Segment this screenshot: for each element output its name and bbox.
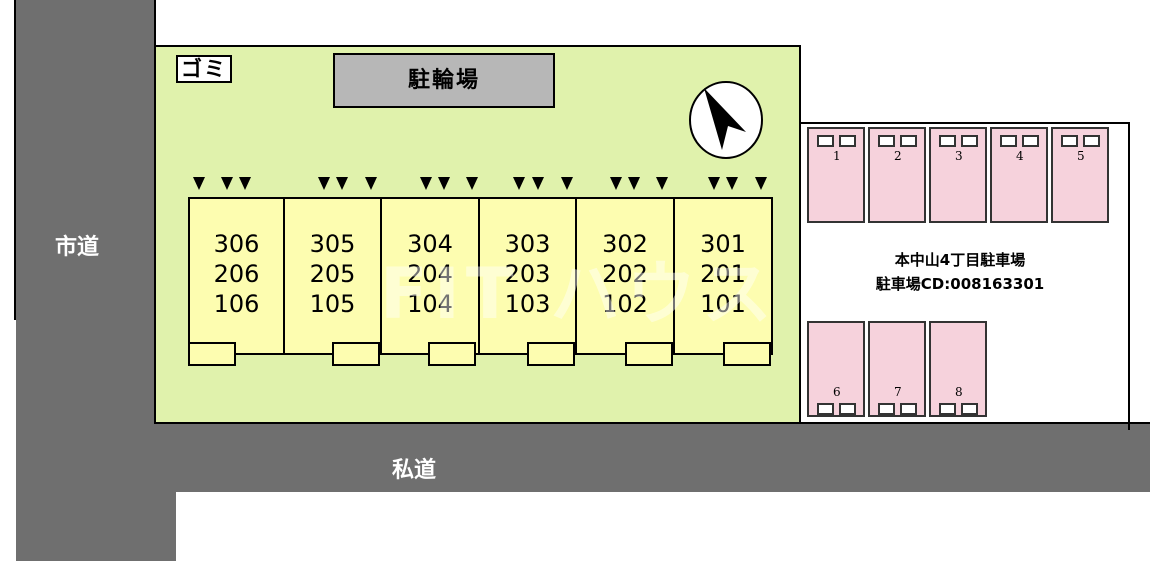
entrance-marker-icon: [513, 177, 525, 190]
unit-numbers: 301 201 101: [675, 229, 771, 319]
unit-number: 104: [407, 290, 453, 318]
private-road: [150, 422, 1150, 492]
unit-number: 306: [213, 230, 260, 258]
parking-slot-number: 1: [833, 149, 841, 163]
unit-numbers: 303 203 103: [480, 229, 575, 319]
unit-numbers: 306 206 106: [190, 229, 283, 319]
parking-slot: 3: [929, 127, 987, 223]
unit-number: 201: [700, 260, 746, 288]
unit-block: 304 204 104: [380, 197, 480, 355]
entrance-marker-icon: [365, 177, 377, 190]
entrance-marker-icon: [239, 177, 251, 190]
unit-porch: [723, 342, 771, 366]
north-arrow-icon: [689, 81, 763, 159]
parking-slot: 6: [807, 321, 865, 417]
entrance-marker-icon: [420, 177, 432, 190]
unit-number: 303: [504, 230, 551, 258]
parking-slot-number: 5: [1077, 149, 1085, 163]
entrance-marker-icon: [656, 177, 668, 190]
unit-number: 105: [309, 290, 356, 318]
entrance-marker-icon: [561, 177, 573, 190]
unit-number: 302: [602, 230, 648, 258]
entrance-marker-icon: [708, 177, 720, 190]
unit-number: 101: [700, 290, 746, 318]
entrance-marker-icon: [532, 177, 544, 190]
parking-info: 本中山4丁目駐車場 駐車場CD:008163301: [840, 248, 1080, 296]
watermark: FIT ハウス: [380, 253, 778, 335]
entrance-marker-icon: [726, 177, 738, 190]
unit-number: 203: [504, 260, 551, 288]
entrance-marker-icon: [628, 177, 640, 190]
unit-number: 206: [213, 260, 260, 288]
entrance-marker-icon: [466, 177, 478, 190]
unit-numbers: 305 205 105: [285, 229, 380, 319]
parking-boundary-top: [800, 122, 1130, 124]
city-road-lower: [16, 420, 176, 561]
parking-slot: 4: [990, 127, 1048, 223]
left-boundary-line: [14, 0, 16, 320]
private-road-label: 私道: [392, 458, 437, 483]
unit-number: 305: [309, 230, 356, 258]
unit-number: 202: [602, 260, 648, 288]
entrance-marker-icon: [610, 177, 622, 190]
unit-number: 205: [309, 260, 356, 288]
unit-porch: [428, 342, 476, 366]
unit-porch: [527, 342, 575, 366]
entrance-marker-icon: [336, 177, 348, 190]
city-road-label: 市道: [55, 235, 100, 260]
entrance-marker-icon: [438, 177, 450, 190]
entrance-marker-icon: [755, 177, 767, 190]
unit-number: 301: [700, 230, 746, 258]
unit-porch: [188, 342, 236, 366]
parking-slot-number: 3: [955, 149, 963, 163]
unit-block: 306 206 106: [188, 197, 285, 355]
unit-numbers: 302 202 102: [577, 229, 673, 319]
unit-number: 106: [213, 290, 260, 318]
parking-slot-number: 7: [894, 385, 902, 399]
entrance-marker-icon: [221, 177, 233, 190]
unit-number: 102: [602, 290, 648, 318]
parking-code: 駐車場CD:008163301: [875, 275, 1045, 293]
unit-porch: [625, 342, 673, 366]
parking-slot-number: 6: [833, 385, 841, 399]
parking-slot: 5: [1051, 127, 1109, 223]
parking-slot: 7: [868, 321, 926, 417]
parking-slot-number: 2: [894, 149, 902, 163]
parking-slot: 2: [868, 127, 926, 223]
entrance-marker-icon: [318, 177, 330, 190]
entrance-marker-icon: [193, 177, 205, 190]
parking-slot: 8: [929, 321, 987, 417]
parking-name: 本中山4丁目駐車場: [894, 251, 1026, 269]
unit-block: 301 201 101: [673, 197, 773, 355]
unit-porch: [332, 342, 380, 366]
unit-block: 303 203 103: [478, 197, 577, 355]
parking-slot: 1: [807, 127, 865, 223]
parking-slot-number: 4: [1016, 149, 1024, 163]
unit-number: 103: [504, 290, 551, 318]
bicycle-parking: 駐輪場: [333, 53, 555, 108]
unit-number: 204: [407, 260, 453, 288]
unit-numbers: 304 204 104: [382, 229, 478, 319]
unit-number: 304: [407, 230, 453, 258]
parking-boundary-right: [1128, 122, 1130, 430]
parking-slot-number: 8: [955, 385, 963, 399]
parking-boundary-bottom: [800, 422, 1150, 424]
unit-block: 305 205 105: [283, 197, 382, 355]
top-boundary-line: [154, 0, 156, 46]
garbage-area: ゴミ: [176, 55, 232, 83]
